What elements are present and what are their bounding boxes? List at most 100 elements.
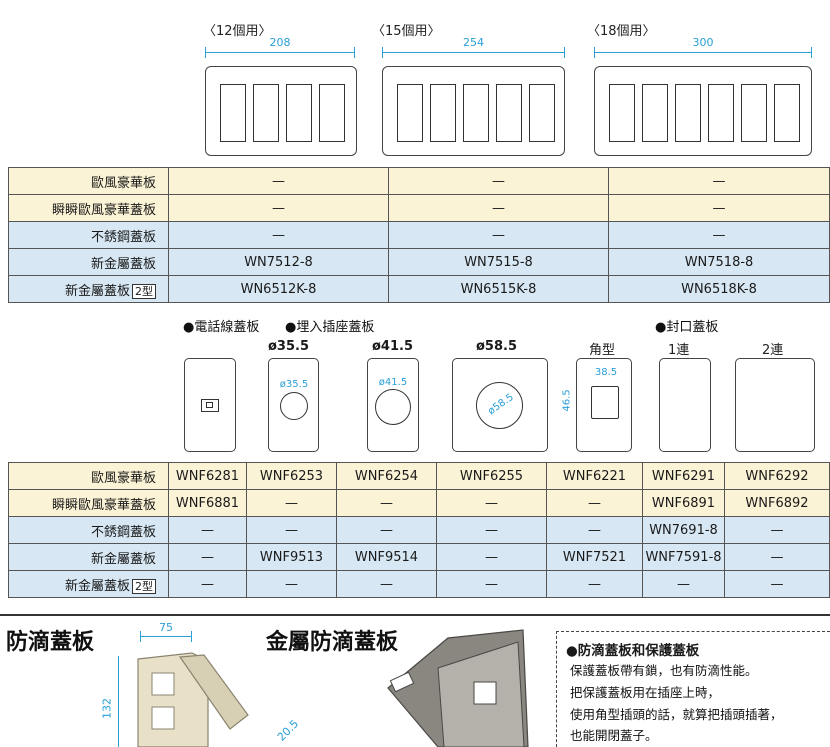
dimension-line <box>382 47 565 58</box>
blank-plate-two-gang <box>735 358 815 452</box>
socket-hole <box>375 389 411 425</box>
row-label: 不銹鋼蓋板 <box>8 221 169 249</box>
row-label-text: 新金屬蓋板 <box>64 283 130 299</box>
slot <box>609 84 635 142</box>
cell: — <box>168 167 389 195</box>
socket-hole <box>280 392 308 420</box>
socket-plate-d41: ø41.5 <box>367 358 419 452</box>
blank-plate-one-gang <box>659 358 711 452</box>
dim-square-width: 38.5 <box>594 367 618 378</box>
cell: — <box>642 570 725 598</box>
note-line: 把保護蓋板用在插座上時， <box>570 685 721 700</box>
row-label: 新金屬蓋板 <box>8 543 169 571</box>
plate-dim-18: 300 <box>692 36 714 49</box>
cell: WNF9513 <box>246 543 337 571</box>
table-row: 不銹鋼蓋板 — — — <box>8 221 830 249</box>
cell: — <box>168 221 389 249</box>
metal-drip-proof-cover-title: 金屬防滴蓋板 <box>266 630 399 655</box>
cell: — <box>436 489 547 517</box>
cell: WNF7521 <box>546 543 643 571</box>
square-hole <box>591 386 619 419</box>
slot <box>220 84 246 142</box>
cell: WN6515K-8 <box>388 275 609 303</box>
cell: WNF6292 <box>724 462 830 490</box>
switch-plate-15 <box>382 66 565 156</box>
cell: WN7518-8 <box>608 248 830 276</box>
cell: WNF6253 <box>246 462 337 490</box>
header-embedded-socket: ●埋入插座蓋板 <box>285 320 375 335</box>
cell: — <box>608 167 830 195</box>
cell: — <box>436 570 547 598</box>
slot <box>642 84 668 142</box>
table-row: 瞬瞬歐風豪華蓋板 — — — <box>8 194 830 222</box>
jack-inner <box>206 402 213 408</box>
type-badge: 2型 <box>132 283 156 299</box>
slot <box>496 84 522 142</box>
cell: WNF6892 <box>724 489 830 517</box>
model-table-large-plates: 歐風豪華板 — — — 瞬瞬歐風豪華蓋板 — — — 不銹鋼蓋板 — — — 新… <box>8 167 830 303</box>
plate-dim-15: 254 <box>463 36 484 49</box>
note-line: 使用角型插頭的話，就算把插頭插著， <box>570 707 783 722</box>
cell: — <box>246 489 337 517</box>
slot <box>253 84 279 142</box>
row-label: 瞬瞬歐風豪華蓋板 <box>8 194 169 222</box>
table-row: 歐風豪華板 — — — <box>8 167 830 195</box>
cell: WN7515-8 <box>388 248 609 276</box>
cell: WNF6254 <box>336 462 437 490</box>
dim-depth: 20.5 <box>274 717 302 744</box>
slot <box>430 84 456 142</box>
switch-plate-12 <box>205 66 357 156</box>
plate-caption-18: 〈18個用〉 <box>587 24 656 39</box>
cell: — <box>608 221 830 249</box>
cell: WN6518K-8 <box>608 275 830 303</box>
table-row: 新金屬蓋板 WN7512-8 WN7515-8 WN7518-8 <box>8 248 830 276</box>
row-label: 歐風豪華板 <box>8 167 169 195</box>
col-d58: ø58.5 <box>476 339 518 354</box>
cell: WN7691-8 <box>642 516 725 544</box>
cell: WNF6881 <box>168 489 247 517</box>
metal-drip-proof-cover-drawing <box>387 629 529 747</box>
cell: — <box>168 194 389 222</box>
socket-plate-d35: ø35.5 <box>268 358 319 452</box>
cell: WN7512-8 <box>168 248 389 276</box>
cell: — <box>546 570 643 598</box>
plate-dim-12: 208 <box>269 36 291 49</box>
row-label: 新金屬蓋板 <box>8 248 169 276</box>
cell: WNF6281 <box>168 462 247 490</box>
cell: — <box>388 221 609 249</box>
cell: — <box>168 543 247 571</box>
note-box <box>556 631 830 747</box>
cell: — <box>724 570 830 598</box>
note-line: 保護蓋板帶有鎖，也有防滴性能。 <box>570 663 758 678</box>
col-one-gang: 1連 <box>668 343 690 358</box>
header-phone-cover: ●電話線蓋板 <box>183 320 260 335</box>
switch-plate-18 <box>594 66 812 156</box>
section-divider <box>0 614 830 616</box>
table-row: 歐風豪華板 WNF6281 WNF6253 WNF6254 WNF6255 WN… <box>8 462 830 490</box>
dimension-line <box>594 47 812 58</box>
row-label-text: 新金屬蓋板 <box>64 578 130 594</box>
cell: — <box>168 516 247 544</box>
cell: — <box>246 570 337 598</box>
slot <box>741 84 767 142</box>
dim-height: 132 <box>100 698 114 719</box>
cell: — <box>246 516 337 544</box>
cell: WNF6291 <box>642 462 725 490</box>
model-table-small-plates: 歐風豪華板 WNF6281 WNF6253 WNF6254 WNF6255 WN… <box>8 462 830 598</box>
dim-width: 75 <box>159 621 173 634</box>
col-d41: ø41.5 <box>372 339 414 354</box>
slot <box>319 84 345 142</box>
row-label: 瞬瞬歐風豪華蓋板 <box>8 489 169 517</box>
dim-d41: ø41.5 <box>378 377 408 388</box>
cell: — <box>546 516 643 544</box>
cell: — <box>436 543 547 571</box>
cell: — <box>336 570 437 598</box>
col-two-gang: 2連 <box>762 343 784 358</box>
row-label: 不銹鋼蓋板 <box>8 516 169 544</box>
cell: — <box>436 516 547 544</box>
slot <box>286 84 312 142</box>
dimension-line-vertical <box>118 656 119 747</box>
